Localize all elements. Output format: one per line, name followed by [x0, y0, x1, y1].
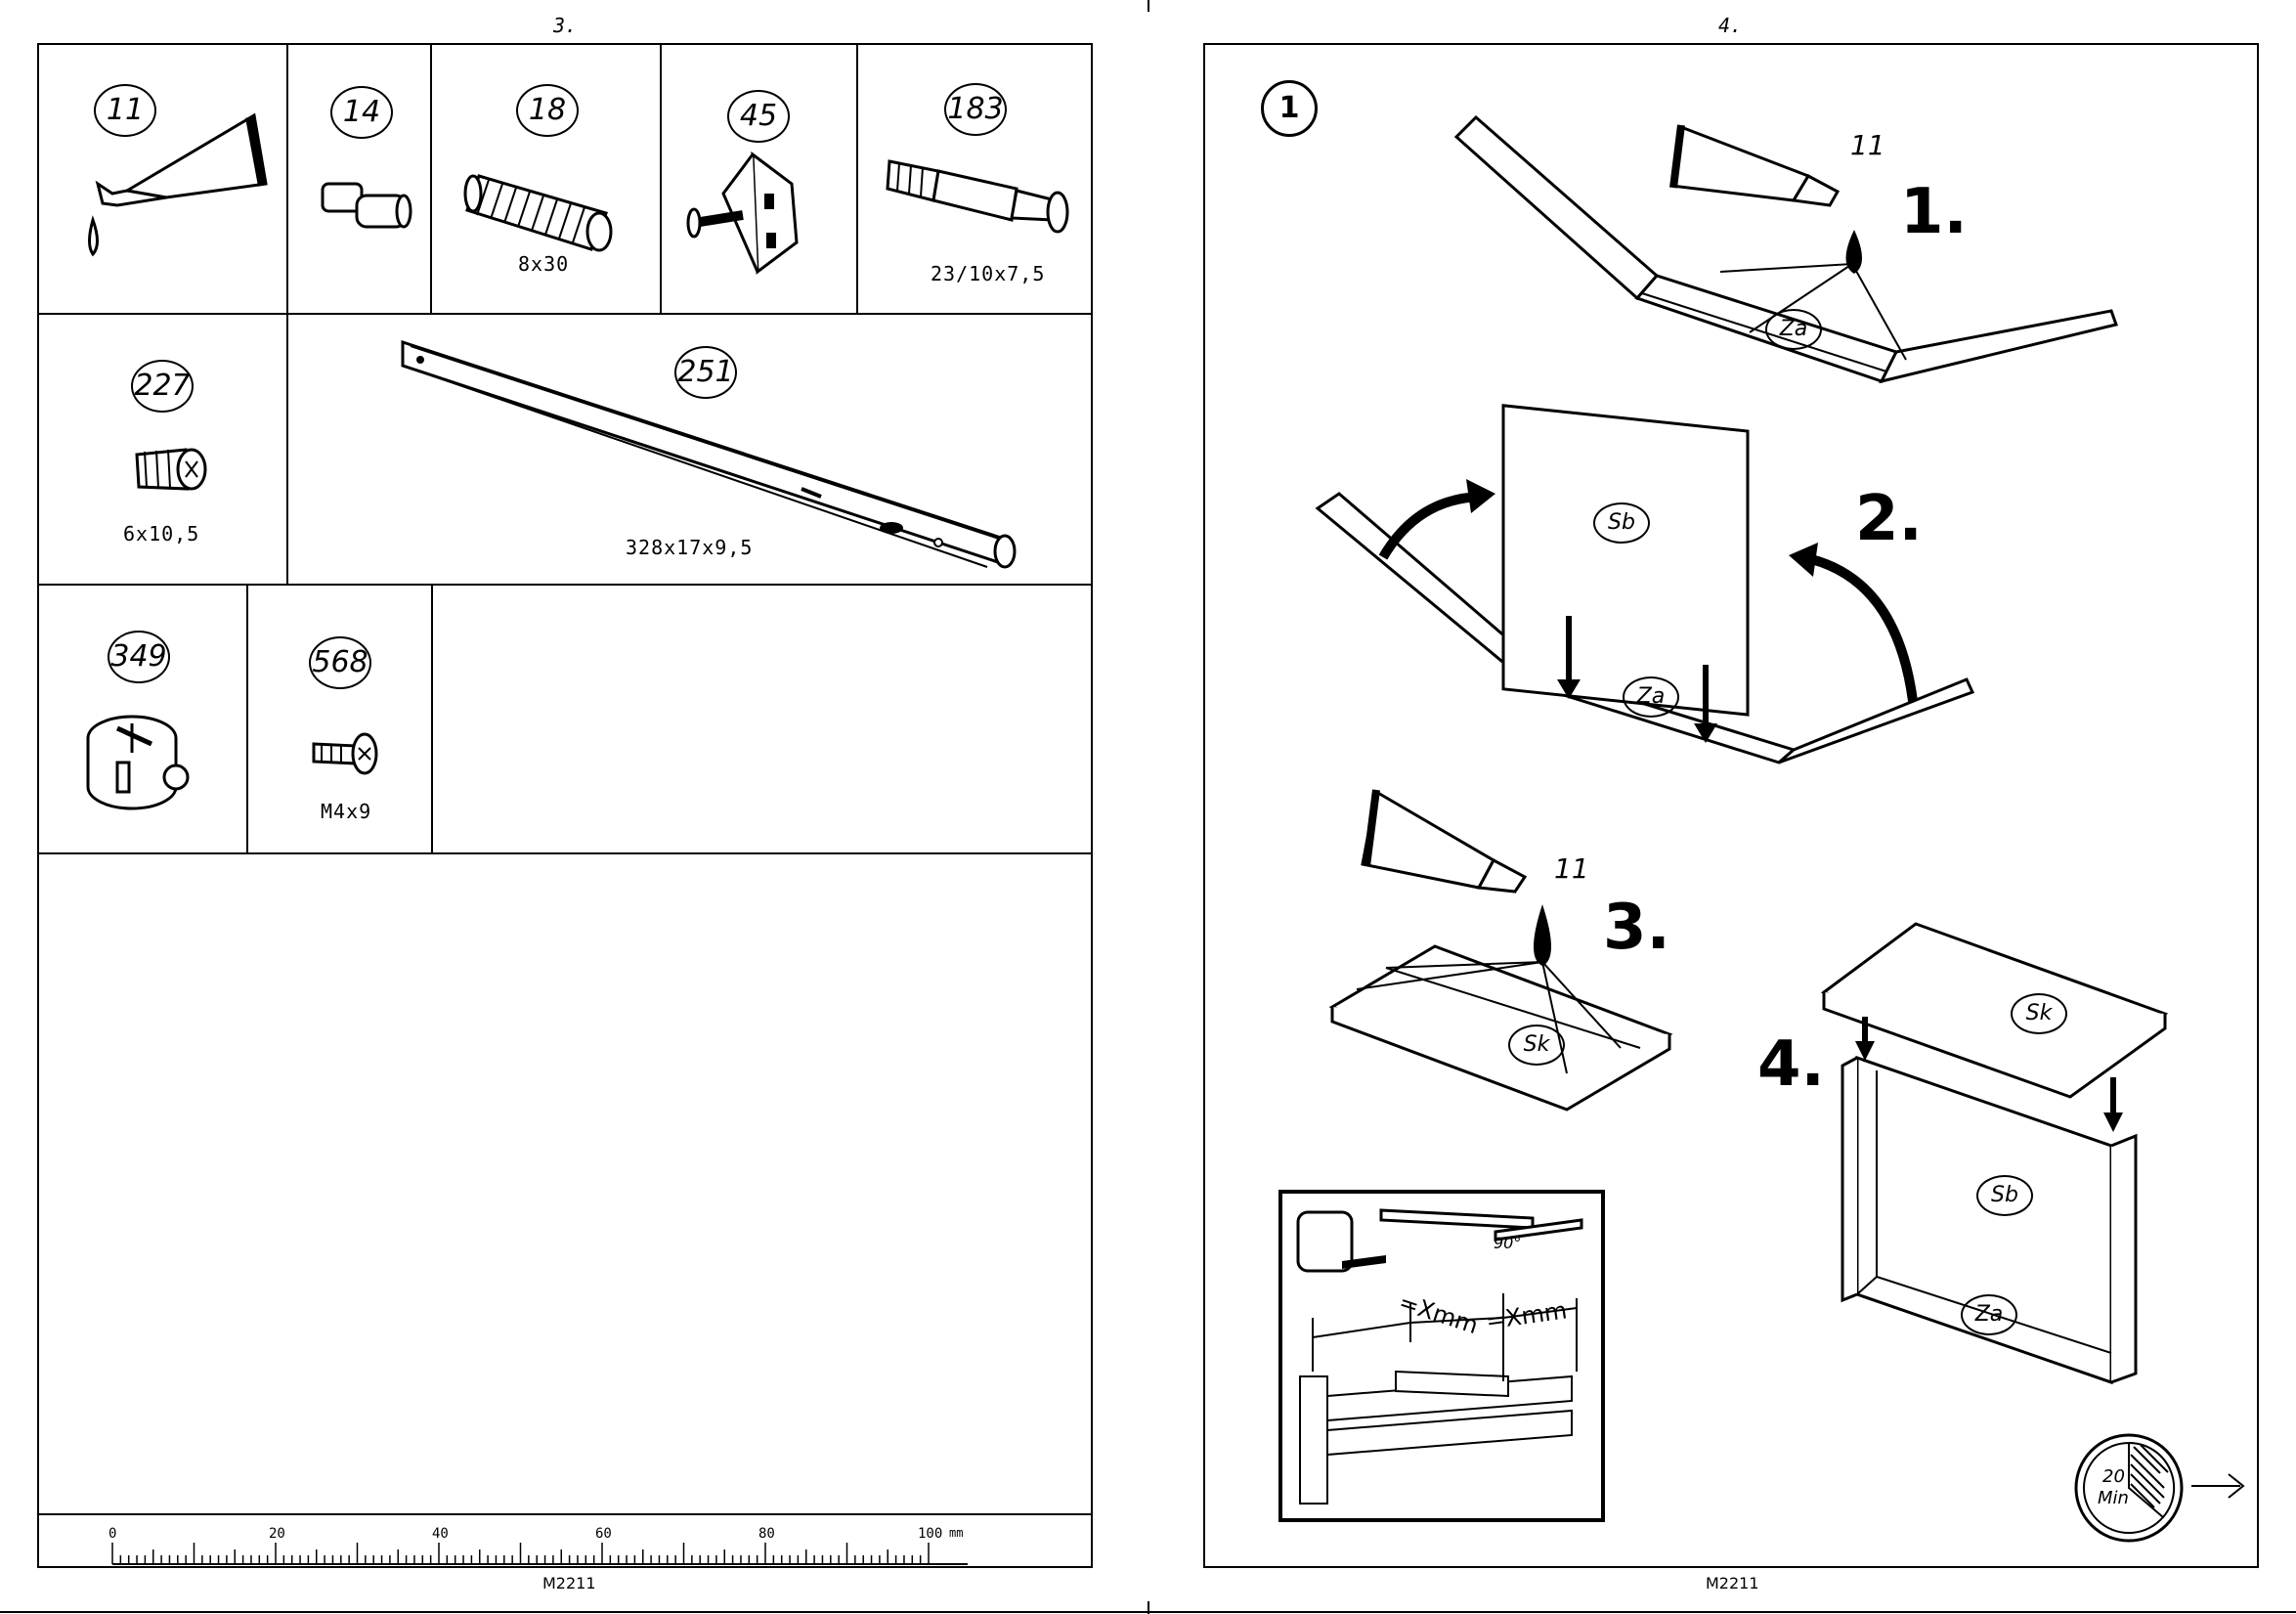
panel-label-sb-2: Sb	[1593, 502, 1650, 544]
bottom-edge-line	[0, 1611, 2296, 1613]
glue-label-3: 11	[1554, 852, 1589, 885]
substep-1-label: 1.	[1900, 176, 1968, 248]
panel-label-za-4: Za	[1961, 1294, 2017, 1335]
panel-label-sb-4: Sb	[1976, 1175, 2033, 1216]
panel-label-sk-4: Sk	[2011, 993, 2067, 1034]
substep-2-label: 2.	[1855, 483, 1923, 555]
glue-tube-icon	[1662, 108, 1857, 264]
step-number-badge: 1	[1261, 80, 1318, 137]
timer-unit: Min	[2098, 1488, 2129, 1508]
alignment-inset-drawing	[1288, 1200, 1595, 1513]
timer-icon	[2070, 1429, 2197, 1556]
page-number-right: 4.	[1718, 14, 1742, 37]
panel-label-sk-3: Sk	[1508, 1025, 1565, 1066]
next-page-arrow-icon	[2189, 1471, 2248, 1501]
ruler-ticks	[0, 0, 977, 1574]
glue-label-1: 11	[1850, 129, 1885, 161]
fold-mark-top	[1148, 0, 1149, 12]
footer-code-left: M2211	[542, 1574, 596, 1592]
panel-label-za-1: Za	[1765, 309, 1822, 350]
substep-3-drawing	[1327, 938, 1679, 1105]
footer-code-right: M2211	[1706, 1574, 1759, 1592]
substep-4-label: 4.	[1757, 1028, 1825, 1101]
inset-angle-label: 90°	[1494, 1234, 1521, 1252]
timer-value: 20	[2102, 1466, 2125, 1487]
panel-label-za-2: Za	[1623, 676, 1679, 718]
